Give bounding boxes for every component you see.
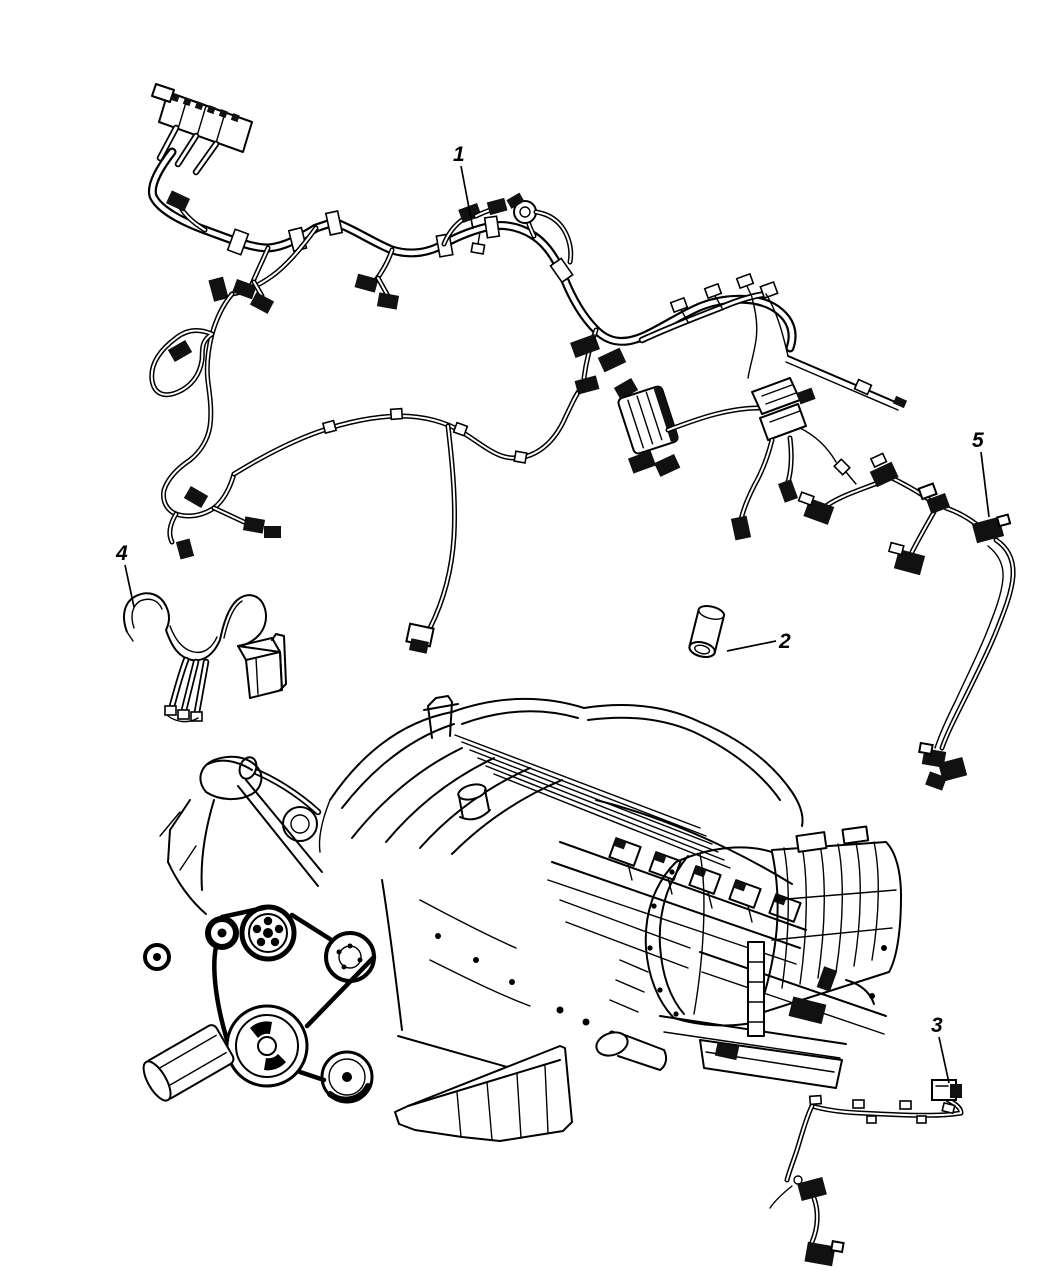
callout-3-leader: [938, 1036, 950, 1084]
transmission-harness-drawing: [769, 1079, 964, 1267]
callout-3-label: 3: [931, 1014, 943, 1037]
bracket-drawing: [123, 592, 287, 723]
engine-drawing: [142, 695, 902, 1142]
callout-1-label: 1: [453, 143, 465, 166]
callouts: 1 2 3 4 5: [115, 143, 990, 1084]
callout-1-leader: [460, 165, 474, 230]
callout-5-label: 5: [972, 429, 984, 452]
pcm-connector: [151, 83, 253, 153]
main-harness-drawing: [147, 83, 908, 654]
grommet-drawing: [688, 605, 725, 659]
callout-2-label: 2: [778, 630, 791, 653]
callout-4-label: 4: [115, 542, 128, 565]
callout-2-leader: [726, 640, 777, 652]
injector-harness-drawing: [797, 452, 1016, 791]
ecm-connector: [617, 385, 679, 455]
callout-4-leader: [124, 564, 135, 608]
callout-5-leader: [980, 451, 990, 518]
